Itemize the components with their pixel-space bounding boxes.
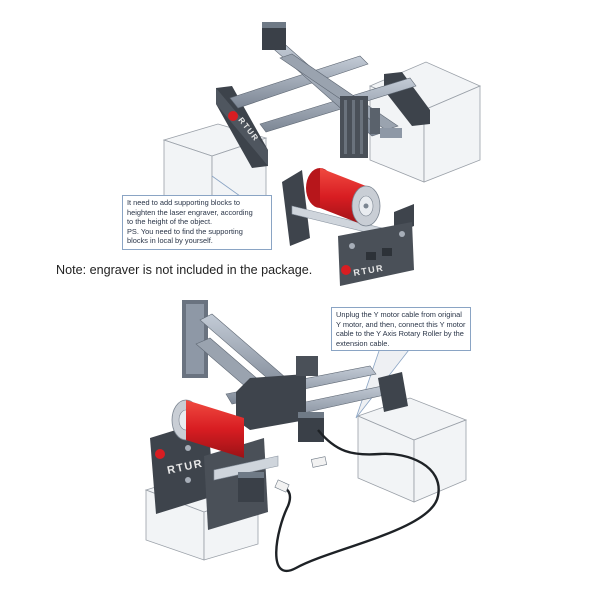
callout-line: blocks in local by yourself. — [127, 236, 213, 246]
bottom-assembly: RTUR — [144, 300, 468, 572]
callout-line: extension cable. — [336, 338, 390, 348]
bottom-right-support-block — [356, 397, 468, 503]
top-assembly: RTUR RTUR — [162, 22, 481, 286]
callout-line: to the height of the object. — [127, 217, 213, 227]
callout-line: Unplug the Y motor cable from original — [336, 310, 462, 319]
callout-y-motor-cable: Unplug the Y motor cable from original Y… — [331, 307, 471, 351]
bottom-frame — [182, 300, 408, 442]
package-note: Note: engraver is not included in the pa… — [56, 263, 313, 277]
callout-line: Y motor, and then, connect this Y motor — [336, 319, 466, 329]
top-frame — [216, 22, 430, 168]
callout-supporting-blocks: It need to add supporting blocks to heig… — [122, 195, 272, 250]
callout-line: heighten the laser engraver, according — [127, 207, 253, 217]
callout-line: It need to add supporting blocks to — [127, 198, 240, 207]
extension-cable — [274, 429, 440, 572]
callout-line: PS. You need to find the supporting — [127, 226, 243, 236]
top-callout-pointer — [211, 175, 241, 197]
bottom-rotary-roller — [150, 399, 279, 530]
callout-line: cable to the Y Axis Rotary Roller by the — [336, 329, 464, 339]
top-rotary-roller — [282, 168, 414, 286]
